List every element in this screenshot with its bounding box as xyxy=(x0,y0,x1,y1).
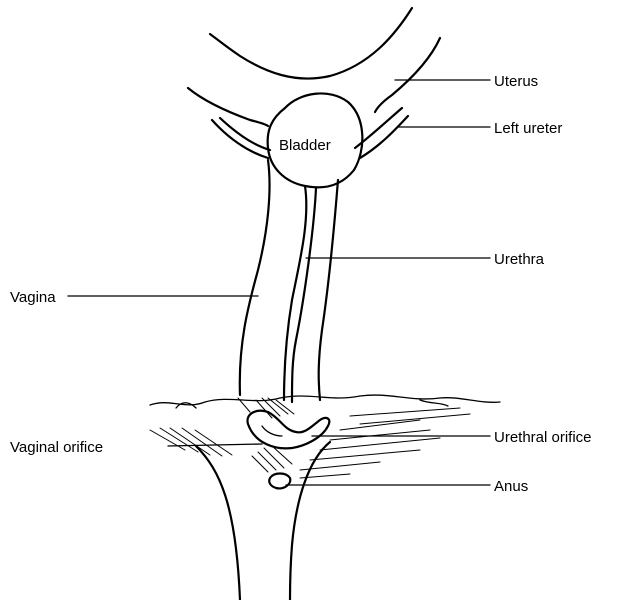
lower-body-outline xyxy=(196,442,330,600)
urethra-shape xyxy=(292,180,338,402)
label-urethra: Urethra xyxy=(494,251,545,268)
vaginal-orifice-shape xyxy=(248,411,330,449)
label-anus: Anus xyxy=(494,478,528,495)
label-left-ureter: Left ureter xyxy=(494,120,562,137)
vagina-shape xyxy=(240,160,307,400)
label-vagina: Vagina xyxy=(10,289,56,306)
leader-vaginal-orifice xyxy=(168,444,262,446)
label-urethral-orifice: Urethral orifice xyxy=(494,429,592,446)
label-vaginal-orifice: Vaginal orifice xyxy=(10,439,103,456)
label-uterus: Uterus xyxy=(494,73,538,90)
anus-shape xyxy=(252,446,292,488)
label-bladder: Bladder xyxy=(279,137,331,154)
